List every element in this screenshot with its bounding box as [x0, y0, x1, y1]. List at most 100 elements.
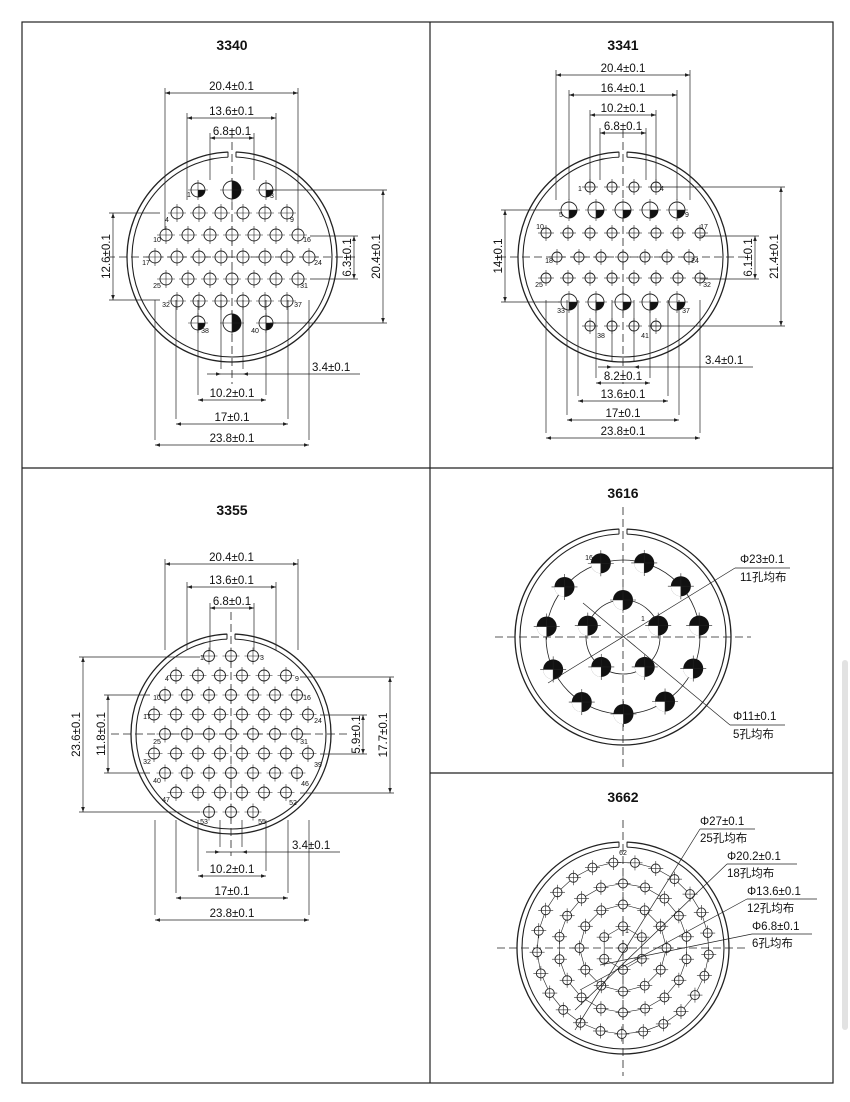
- dimension-arrow: [503, 210, 507, 215]
- dimension-arrow: [600, 131, 605, 135]
- dimension-arrow: [198, 398, 203, 402]
- pin: [212, 204, 230, 222]
- pin: [593, 879, 609, 895]
- pin: [538, 225, 554, 241]
- pin: [200, 725, 218, 743]
- dimension-arrow: [685, 73, 690, 77]
- pin: [659, 249, 675, 265]
- pin: [189, 745, 207, 762]
- pin-marker: [650, 210, 658, 218]
- pin: [145, 745, 163, 762]
- pin: [559, 972, 575, 988]
- pin: [565, 870, 581, 886]
- dimension-arrow: [243, 372, 248, 376]
- pin: [168, 204, 186, 222]
- pin-number-label: 24: [314, 718, 322, 725]
- pin: [610, 587, 636, 613]
- pin-number-label: 16: [303, 695, 311, 702]
- dimension-arrow: [381, 318, 385, 323]
- dimension-arrow: [503, 297, 507, 302]
- dimension-arrow: [261, 874, 266, 878]
- pin-number-label: 9: [685, 212, 689, 219]
- pin: [529, 944, 545, 960]
- pin-number-label: 10: [153, 695, 161, 702]
- pin: [612, 199, 634, 221]
- pin: [577, 918, 593, 934]
- pin-marker: [266, 323, 273, 330]
- pin: [233, 784, 251, 801]
- dimension-label: 10.2±0.1: [210, 864, 255, 876]
- leader-line: [599, 933, 753, 966]
- dimension-arrow: [165, 562, 170, 566]
- dimension-label: 20.4±0.1: [209, 552, 254, 564]
- pin: [190, 248, 208, 266]
- pin: [610, 700, 637, 727]
- pin-number-label: 5: [559, 212, 563, 219]
- pin: [587, 550, 614, 577]
- pin: [222, 764, 240, 782]
- pin: [538, 270, 554, 286]
- pin: [680, 655, 707, 682]
- pin: [679, 951, 695, 967]
- dimension-label: 17±0.1: [214, 412, 249, 424]
- dimension-arrow: [578, 399, 583, 403]
- dimension-arrow: [176, 422, 181, 426]
- dimension-arrow: [672, 93, 677, 97]
- pin: [582, 225, 598, 241]
- callout-diameter: Φ11±0.1: [733, 711, 776, 723]
- pin: [255, 706, 273, 723]
- pin-number-label: 17: [700, 224, 708, 231]
- dimension-arrow: [249, 136, 254, 140]
- pin: [696, 968, 712, 984]
- pin: [568, 689, 595, 716]
- dimension-arrow: [569, 93, 574, 97]
- dimension-label: 21.4±0.1: [769, 234, 781, 279]
- pin: [615, 984, 631, 999]
- pin: [200, 686, 218, 704]
- dimension-label: 13.6±0.1: [601, 389, 646, 401]
- pin: [211, 745, 229, 762]
- pin: [667, 573, 694, 600]
- pin-number-label: 25: [535, 282, 543, 289]
- dimension-arrow: [779, 321, 783, 326]
- pin: [615, 918, 631, 934]
- dimension-arrow: [187, 116, 192, 120]
- dimension-label: 6.8±0.1: [604, 121, 642, 133]
- pin-marker: [590, 563, 601, 574]
- callout-hole-count: 25孔均布: [700, 832, 747, 845]
- pin: [693, 904, 709, 920]
- pin: [256, 292, 274, 310]
- pin-number-label: 62: [619, 850, 627, 857]
- dimension-arrow: [663, 399, 668, 403]
- pin-number-label: 16: [303, 237, 311, 244]
- pin: [277, 745, 295, 762]
- pin-marker: [569, 210, 577, 218]
- pin: [222, 725, 240, 743]
- dimension-arrow: [361, 715, 365, 720]
- pin: [178, 725, 196, 743]
- pin: [592, 1023, 608, 1039]
- pin: [168, 292, 186, 310]
- pin: [156, 764, 174, 782]
- callout-hole-count: 12孔均布: [747, 902, 794, 915]
- pin: [533, 613, 560, 640]
- pin: [588, 653, 615, 680]
- pin: [701, 947, 717, 963]
- dimension-label: 17±0.1: [605, 408, 640, 420]
- pin: [266, 764, 284, 782]
- pin: [267, 226, 285, 244]
- pin-number-label: 32: [703, 282, 711, 289]
- pin-number-label: 1: [200, 655, 204, 662]
- pin: [555, 1002, 571, 1018]
- dimension-arrow: [176, 896, 181, 900]
- pin: [615, 249, 631, 265]
- dimension-label: 3.4±0.1: [312, 362, 350, 374]
- pin: [233, 667, 251, 684]
- dimension-label: 23.8±0.1: [210, 433, 255, 445]
- scrollbar[interactable]: [842, 660, 848, 1030]
- pin: [167, 667, 185, 684]
- pin: [652, 688, 679, 715]
- dimension-arrow: [634, 365, 639, 369]
- dimension-label: 5.9±0.1: [351, 715, 363, 753]
- dimension-arrow: [651, 113, 656, 117]
